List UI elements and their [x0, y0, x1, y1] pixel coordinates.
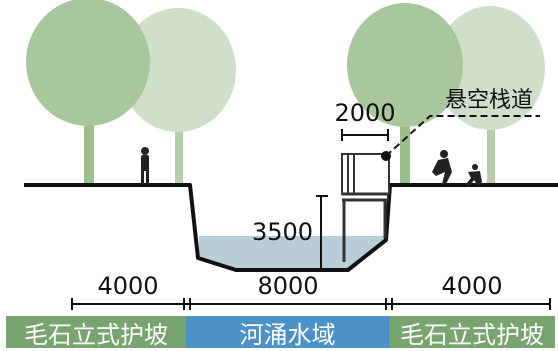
dimension-center-label: 8000: [257, 272, 318, 300]
depth-dimension: [316, 195, 328, 268]
walkway-width-label: 2000: [334, 99, 395, 127]
people-right: [432, 150, 482, 186]
zone-center-label: 河涌水域: [239, 320, 336, 349]
zone-left-bar: 毛石立式护坡: [6, 316, 186, 348]
water-depth-label: 3500: [252, 218, 313, 246]
tree-left-front: [26, 0, 150, 186]
tree-right-front: [347, 3, 463, 186]
bottom-dimension-line: [71, 298, 551, 310]
zone-right-label: 毛石立式护坡: [400, 320, 544, 349]
suspended-walkway: [341, 153, 390, 262]
zone-right-bar: 毛石立式护坡: [389, 316, 555, 348]
walkway-width-dimension: [341, 129, 389, 141]
callout-leader: [385, 115, 540, 157]
tree-left-back: [120, 8, 236, 186]
zone-center-bar: 河涌水域: [186, 316, 389, 348]
walkway-callout-label: 悬空栈道: [445, 88, 533, 113]
person-left: [141, 147, 149, 184]
dimension-right-label: 4000: [441, 272, 502, 300]
river-water: [199, 236, 387, 268]
dimension-left-label: 4000: [97, 272, 158, 300]
tree-right-back: [435, 6, 545, 186]
zone-left-label: 毛石立式护坡: [24, 320, 168, 349]
